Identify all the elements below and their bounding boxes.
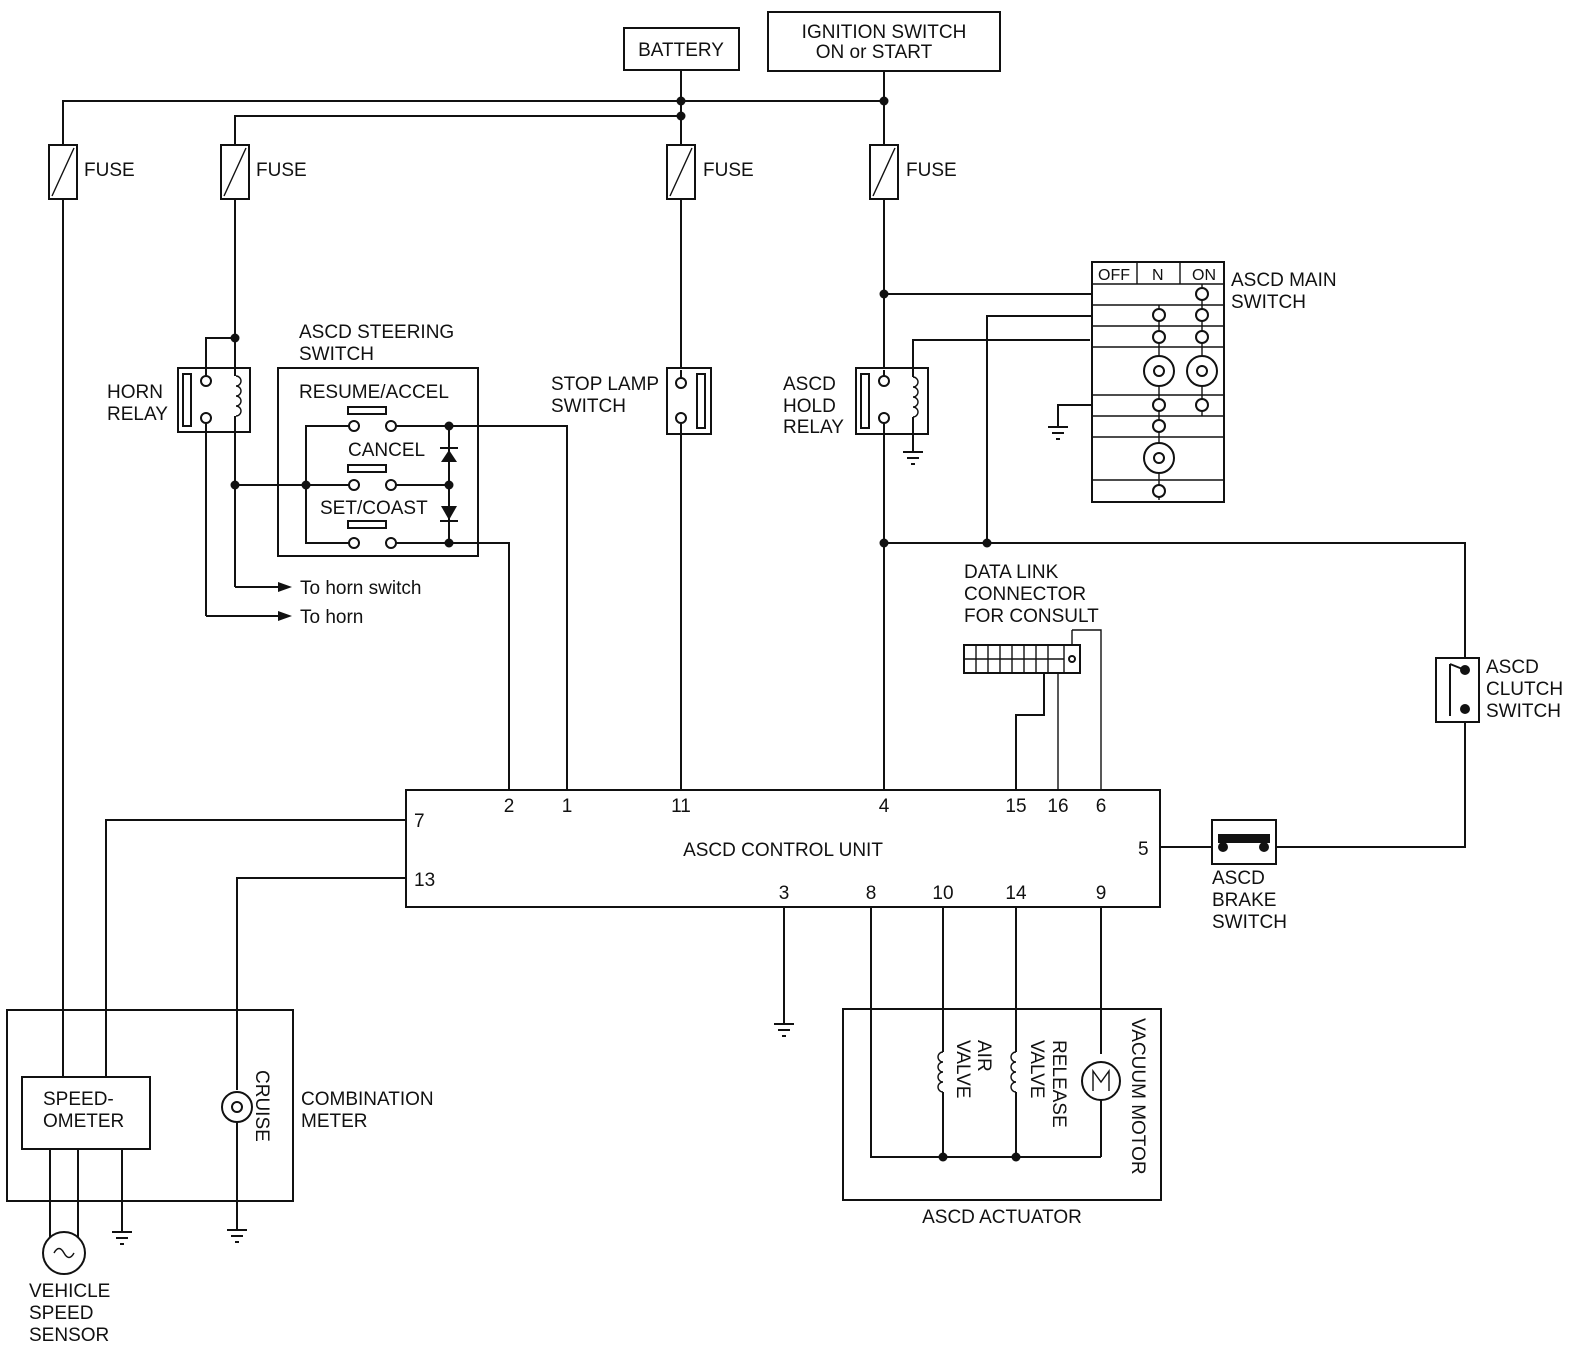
horn-relay-label-1: HORN [107, 382, 163, 403]
vacuum-motor-label: VACUUM MOTOR [1127, 1018, 1148, 1175]
cancel-label: CANCEL [348, 440, 425, 461]
brake-switch-label-2: BRAKE [1212, 890, 1276, 911]
pin-6: 6 [1096, 796, 1107, 817]
pin-5: 5 [1138, 839, 1149, 860]
horn-relay: HORN RELAY [107, 333, 251, 616]
resume-accel-label: RESUME/ACCEL [299, 382, 449, 403]
ascd-actuator: ASCD ACTUATOR AIR VALVE RELEASE VALVE VA… [842, 907, 1162, 1228]
vss-label-2: SPEED [29, 1303, 93, 1324]
to-horn-switch-label: To horn switch [300, 578, 421, 599]
fuse-4-label: FUSE [906, 160, 957, 181]
data-link-label-2: CONNECTOR [964, 584, 1086, 605]
vss-label-3: SENSOR [29, 1325, 109, 1346]
ascd-steering-switch: ASCD STEERING SWITCH RESUME/ACCEL CANCEL… [230, 322, 568, 790]
pin-3: 3 [779, 883, 790, 904]
air-valve-label-1: AIR [973, 1040, 994, 1072]
hold-relay-label-3: RELAY [783, 417, 844, 438]
pin-14: 14 [1005, 883, 1027, 904]
main-switch-pos-n: N [1152, 267, 1164, 284]
hold-relay-label-1: ASCD [783, 374, 836, 395]
data-link-label-1: DATA LINK [964, 562, 1059, 583]
combination-meter-label-1: COMBINATION [301, 1089, 434, 1110]
pin-2: 2 [504, 796, 515, 817]
ascd-brake-switch: ASCD BRAKE SWITCH [1160, 819, 1287, 933]
clutch-switch-label-3: SWITCH [1486, 701, 1561, 722]
ascd-main-switch: ASCD MAIN SWITCH OFF N ON [879, 261, 1337, 543]
pin-11: 11 [671, 796, 691, 817]
stop-lamp-label-1: STOP LAMP [551, 374, 659, 395]
combination-meter: SPEED- OMETER CRUISE COMBINATION METER [6, 1009, 434, 1245]
pin-15: 15 [1005, 796, 1026, 817]
speedometer-label-2: OMETER [43, 1111, 124, 1132]
pin-1: 1 [562, 796, 573, 817]
speedometer-label-1: SPEED- [43, 1089, 114, 1110]
fuse-4: FUSE [869, 144, 957, 200]
horn-relay-label-2: RELAY [107, 404, 168, 425]
fuse-2-label: FUSE [256, 160, 307, 181]
stop-lamp-switch: STOP LAMP SWITCH [551, 367, 712, 790]
fuse-2: FUSE [220, 144, 307, 200]
steering-switch-title-1: ASCD STEERING [299, 322, 454, 343]
brake-switch-label-3: SWITCH [1212, 912, 1287, 933]
main-switch-title-2: SWITCH [1231, 292, 1306, 313]
ascd-control-unit: ASCD CONTROL UNIT 2 1 11 4 15 16 6 7 13 … [405, 789, 1161, 908]
pin-3-ground [774, 907, 794, 1037]
main-switch-pos-off: OFF [1098, 267, 1130, 284]
combination-meter-label-2: METER [301, 1111, 368, 1132]
ignition-label-line2: ON or START [816, 42, 933, 63]
cruise-label: CRUISE [251, 1070, 272, 1142]
vss-label-1: VEHICLE [29, 1281, 110, 1302]
fuse-1-label: FUSE [84, 160, 135, 181]
fuse-3-label: FUSE [703, 160, 754, 181]
main-switch-title-1: ASCD MAIN [1231, 270, 1337, 291]
stop-lamp-label-2: SWITCH [551, 396, 626, 417]
data-link-label-3: FOR CONSULT [964, 606, 1099, 627]
clutch-switch-label-2: CLUTCH [1486, 679, 1563, 700]
vehicle-speed-sensor: VEHICLE SPEED SENSOR [29, 1231, 110, 1346]
main-switch-pos-on: ON [1192, 267, 1216, 284]
pin-7: 7 [414, 811, 425, 832]
release-valve-label-2: VALVE [1026, 1040, 1047, 1098]
steering-switch-title-2: SWITCH [299, 344, 374, 365]
battery-block: BATTERY [623, 27, 740, 71]
ignition-label-line1: IGNITION SWITCH [802, 22, 967, 43]
ascd-hold-relay: ASCD HOLD RELAY [783, 339, 1090, 790]
pin-16: 16 [1047, 796, 1068, 817]
brake-switch-label-1: ASCD [1212, 868, 1265, 889]
hold-relay-label-2: HOLD [783, 396, 836, 417]
battery-label: BATTERY [638, 40, 724, 61]
power-bus-wires [62, 70, 889, 145]
release-valve-label-1: RELEASE [1048, 1040, 1069, 1128]
fuse-3: FUSE [666, 144, 754, 200]
control-unit-label: ASCD CONTROL UNIT [683, 840, 883, 861]
fuse-1: FUSE [48, 144, 135, 200]
pin-10: 10 [932, 883, 953, 904]
ascd-clutch-switch: ASCD CLUTCH SWITCH [1276, 657, 1563, 848]
to-horn-label: To horn [300, 607, 363, 628]
data-link-connector: DATA LINK CONNECTOR FOR CONSULT [963, 562, 1102, 790]
set-coast-label: SET/COAST [320, 498, 428, 519]
air-valve-label-2: VALVE [952, 1040, 973, 1098]
actuator-label: ASCD ACTUATOR [922, 1207, 1082, 1228]
pin-9: 9 [1096, 883, 1107, 904]
pin-8: 8 [866, 883, 877, 904]
pin-13: 13 [414, 870, 435, 891]
horn-links: To horn switch To horn [206, 578, 421, 628]
clutch-switch-label-1: ASCD [1486, 657, 1539, 678]
pin-4: 4 [879, 796, 890, 817]
ignition-switch-block: IGNITION SWITCH ON or START [767, 11, 1001, 72]
